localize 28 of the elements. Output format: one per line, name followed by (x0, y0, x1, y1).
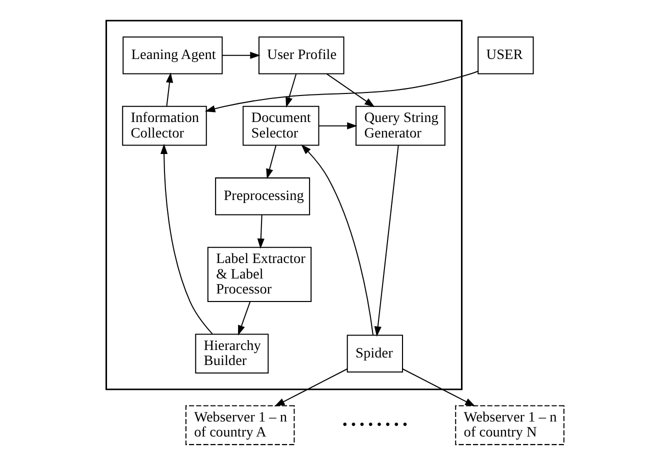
node-box: Query String Generator (356, 106, 446, 146)
arrow (238, 301, 251, 336)
arrow (266, 145, 276, 180)
arrow (318, 122, 358, 130)
arrow (326, 73, 375, 108)
node-box: Spider (346, 334, 404, 373)
arrow (222, 52, 260, 59)
arrow (374, 145, 399, 337)
label: • • • • • • • • (342, 416, 408, 433)
node-box: USER (478, 36, 534, 74)
arrow (286, 74, 297, 108)
arrow (160, 144, 213, 334)
arrow (402, 368, 476, 406)
arrow (204, 70, 478, 112)
arrow (257, 214, 264, 249)
node-box: Document Selector (242, 106, 320, 146)
arrow (166, 72, 174, 106)
arrow (301, 144, 374, 336)
node-box: Hierarchy Builder (195, 334, 269, 374)
node-box: Webserver 1 – n of country A (185, 405, 295, 446)
node-box: Leaning Agent (122, 36, 223, 74)
cluster (106, 20, 463, 390)
node-box: Label Extractor & Label Processor (207, 246, 312, 302)
node-box: Information Collector (122, 106, 207, 146)
arrow (274, 368, 348, 406)
node-box: Preprocessing (215, 177, 310, 216)
node-box: Webserver 1 – n of country N (455, 405, 564, 446)
node-box: User Profile (258, 36, 344, 74)
